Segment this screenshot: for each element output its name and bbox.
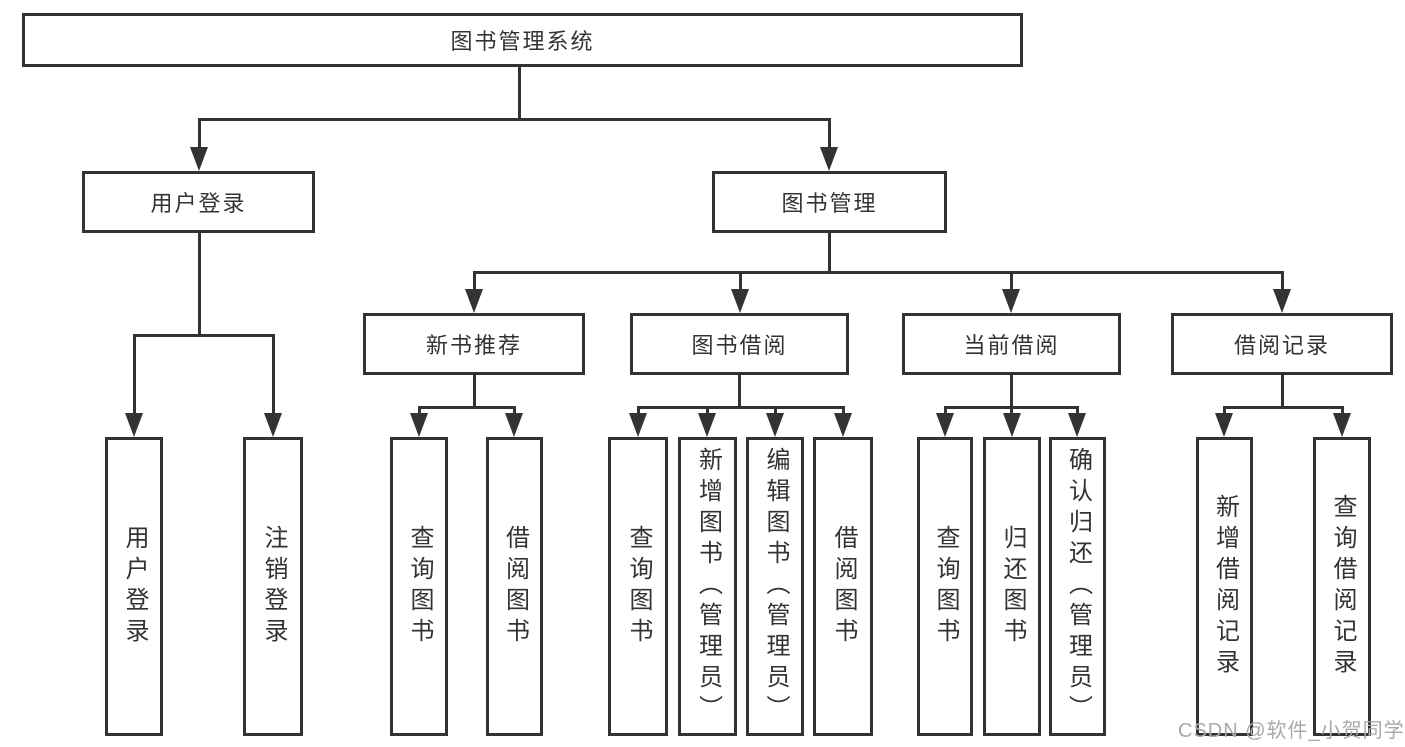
node-new-book-rec: 新书推荐: [363, 313, 585, 375]
connector-bookmgmt-vline: [828, 233, 831, 274]
connector-level3-hline: [473, 271, 1284, 274]
connector-borrowrecords-vline: [1281, 375, 1284, 409]
leaf-borrow-book-borrow-label: 借阅图书: [830, 524, 857, 649]
connector-cb-leaf3-stem: [1076, 406, 1079, 416]
connector-bb-leaf1-stem: [637, 406, 640, 416]
connector-bb-leaf3-stem: [774, 406, 777, 416]
node-borrow-records: 借阅记录: [1171, 313, 1393, 375]
leaf-borrow-book-borrow: 借阅图书: [813, 437, 873, 736]
node-user-login-branch: 用户登录: [82, 171, 315, 233]
connector-cb-leaf1-stem: [944, 406, 947, 416]
connector-userlogin-vline: [198, 233, 201, 337]
arrowhead-leaf-logout: [264, 413, 282, 437]
leaf-user-login: 用户登录: [105, 437, 163, 736]
arrowhead-nb-leaf1: [410, 413, 428, 437]
leaf-edit-book-admin-label: 编辑图书（管理员）: [762, 447, 789, 726]
connector-nb-leaf1-stem: [418, 406, 421, 416]
arrowhead-bookborrow: [731, 289, 749, 313]
node-root-label: 图书管理系统: [450, 29, 595, 54]
connector-borrowrecords-stem: [1281, 271, 1284, 293]
arrowhead-borrowrecords: [1273, 289, 1291, 313]
connector-leaf-userlogin-stem: [133, 334, 136, 417]
connector-bookborrow-hline: [637, 406, 845, 409]
arrowhead-cb-leaf3: [1068, 413, 1086, 437]
connector-currentborrow-vline: [1010, 375, 1013, 409]
connector-userlogin-stem: [198, 118, 201, 152]
node-user-login-branch-label: 用户登录: [150, 191, 247, 216]
arrowhead-bookmgmt: [820, 147, 838, 171]
node-book-mgmt-branch-label: 图书管理: [781, 191, 878, 216]
arrowhead-bb-leaf3: [766, 413, 784, 437]
leaf-query-book-borrow: 查询图书: [608, 437, 668, 736]
connector-newbook-hline: [418, 406, 516, 409]
node-book-borrow-label: 图书借阅: [691, 333, 788, 358]
connector-newbook-stem: [473, 271, 476, 293]
leaf-add-book-admin-label: 新增图书（管理员）: [694, 447, 722, 726]
leaf-add-borrow-record-label: 新增借阅记录: [1211, 493, 1239, 680]
arrowhead-bb-leaf4: [834, 413, 852, 437]
connector-root-vline: [518, 67, 521, 121]
csdn-watermark: CSDN @软件_小贺同学: [1178, 720, 1405, 742]
node-book-mgmt-branch: 图书管理: [712, 171, 947, 233]
arrowhead-bb-leaf1: [629, 413, 647, 437]
leaf-query-book-newrec: 查询图书: [390, 437, 448, 736]
arrowhead-userlogin: [190, 147, 208, 171]
arrowhead-newbook: [465, 289, 483, 313]
leaf-add-book-admin: 新增图书（管理员）: [678, 437, 737, 736]
leaf-query-book-newrec-label: 查询图书: [406, 524, 433, 649]
leaf-return-book: 归还图书: [983, 437, 1041, 736]
node-borrow-records-label: 借阅记录: [1233, 333, 1330, 358]
arrowhead-bb-leaf2: [698, 413, 716, 437]
connector-leaf-logout-stem: [272, 334, 275, 417]
leaf-query-book-borrow-label: 查询图书: [625, 524, 652, 649]
leaf-query-book-current: 查询图书: [917, 437, 973, 736]
arrowhead-br-leaf2: [1333, 413, 1351, 437]
leaf-query-borrow-record-label: 查询借阅记录: [1329, 493, 1356, 680]
connector-level2-hline: [198, 118, 831, 121]
leaf-logout: 注销登录: [243, 437, 303, 736]
leaf-edit-book-admin: 编辑图书（管理员）: [746, 437, 804, 736]
connector-br-leaf1-stem: [1223, 406, 1226, 416]
node-book-borrow: 图书借阅: [630, 313, 849, 375]
connector-nb-leaf2-stem: [513, 406, 516, 416]
leaf-user-login-label: 用户登录: [121, 524, 148, 649]
connector-newbook-vline: [473, 375, 476, 409]
connector-bb-leaf2-stem: [706, 406, 709, 416]
arrowhead-currentborrow: [1002, 289, 1020, 313]
leaf-confirm-return-admin: 确认归还（管理员）: [1049, 437, 1106, 736]
leaf-borrow-book-newrec: 借阅图书: [486, 437, 543, 736]
connector-cb-leaf2-stem: [1010, 406, 1013, 416]
node-root: 图书管理系统: [22, 13, 1023, 67]
node-current-borrow-label: 当前借阅: [963, 333, 1060, 358]
arrowhead-nb-leaf2: [505, 413, 523, 437]
node-new-book-rec-label: 新书推荐: [425, 333, 522, 358]
connector-borrowrecords-hline: [1223, 406, 1343, 409]
arrowhead-cb-leaf1: [936, 413, 954, 437]
connector-currentborrow-stem: [1010, 271, 1013, 293]
leaf-logout-label: 注销登录: [260, 524, 287, 649]
leaf-query-book-current-label: 查询图书: [932, 524, 959, 649]
connector-br-leaf2-stem: [1341, 406, 1344, 416]
leaf-return-book-label: 归还图书: [999, 524, 1026, 649]
connector-bookborrow-vline: [738, 375, 741, 409]
node-current-borrow: 当前借阅: [902, 313, 1121, 375]
leaf-add-borrow-record: 新增借阅记录: [1196, 437, 1253, 736]
connector-bookmgmt-stem: [828, 118, 831, 152]
arrowhead-leaf-userlogin: [125, 413, 143, 437]
connector-userlogin-hline: [133, 334, 275, 337]
arrowhead-cb-leaf2: [1003, 413, 1021, 437]
leaf-query-borrow-record: 查询借阅记录: [1313, 437, 1371, 736]
leaf-confirm-return-admin-label: 确认归还（管理员）: [1064, 447, 1092, 726]
leaf-borrow-book-newrec-label: 借阅图书: [501, 524, 529, 649]
connector-bb-leaf4-stem: [842, 406, 845, 416]
connector-bookborrow-stem: [739, 271, 742, 293]
arrowhead-br-leaf1: [1215, 413, 1233, 437]
